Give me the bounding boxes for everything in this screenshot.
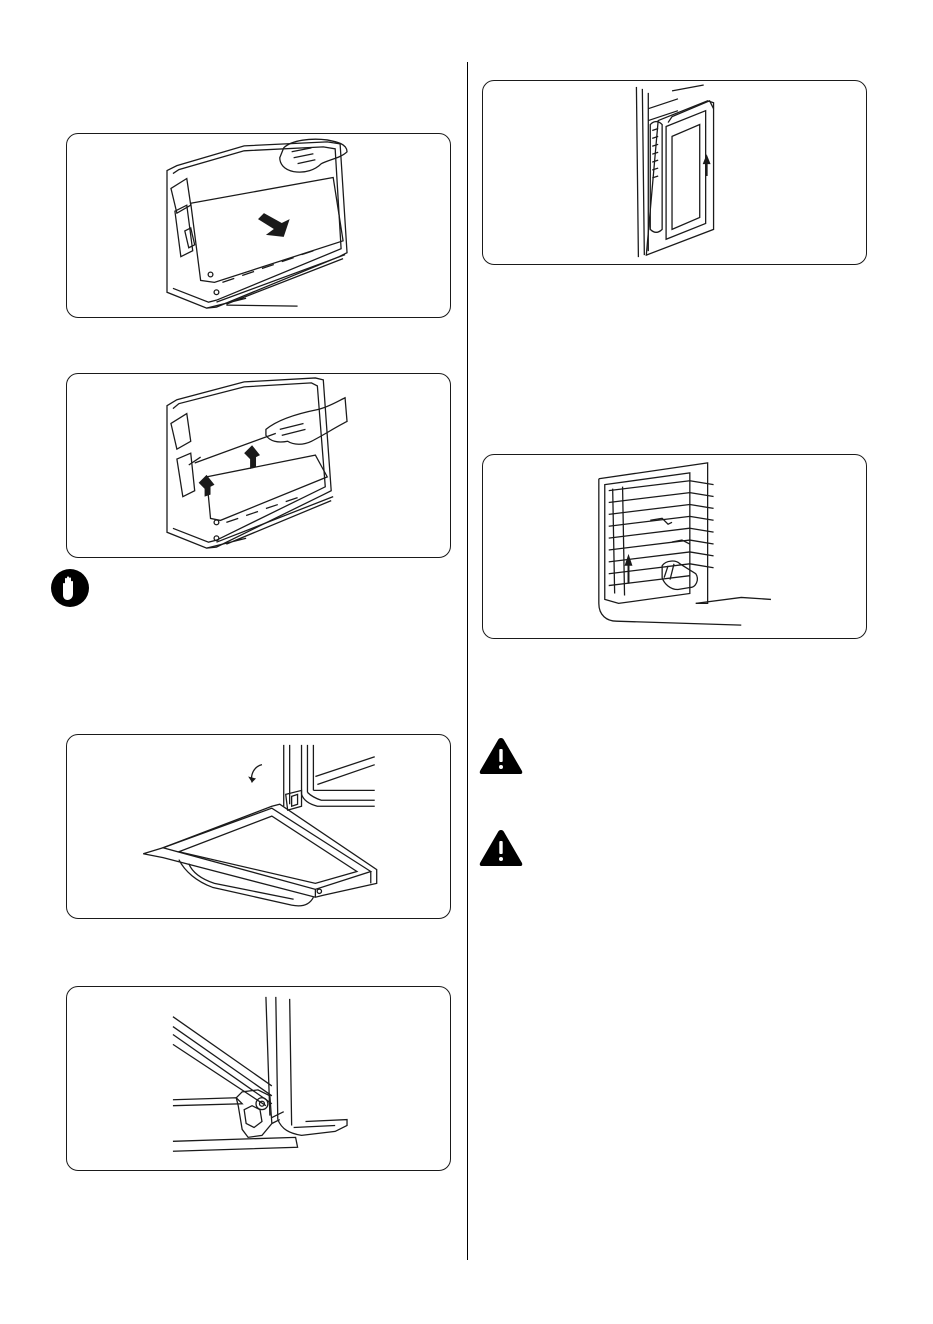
figure-door-side-lift [482,80,867,265]
warning-triangle-icon [478,736,524,776]
oven-door-side-lift-illustration [483,81,866,264]
oven-rack-support-remove-illustration [483,455,866,638]
warning-triangle-icon [478,828,524,868]
hand-stop-icon [50,568,90,608]
figure-door-glass-lift [66,373,451,558]
figure-hinge-detail [66,986,451,1171]
oven-hinge-detail-illustration [67,987,450,1170]
figure-rack-support-remove [482,454,867,639]
column-divider [467,62,468,1260]
figure-door-open-hinge [66,734,451,919]
oven-door-glass-lift-illustration [67,374,450,557]
oven-door-open-hinge-illustration [67,735,450,918]
figure-door-glass-remove [66,133,451,318]
oven-door-glass-remove-illustration [67,134,450,317]
